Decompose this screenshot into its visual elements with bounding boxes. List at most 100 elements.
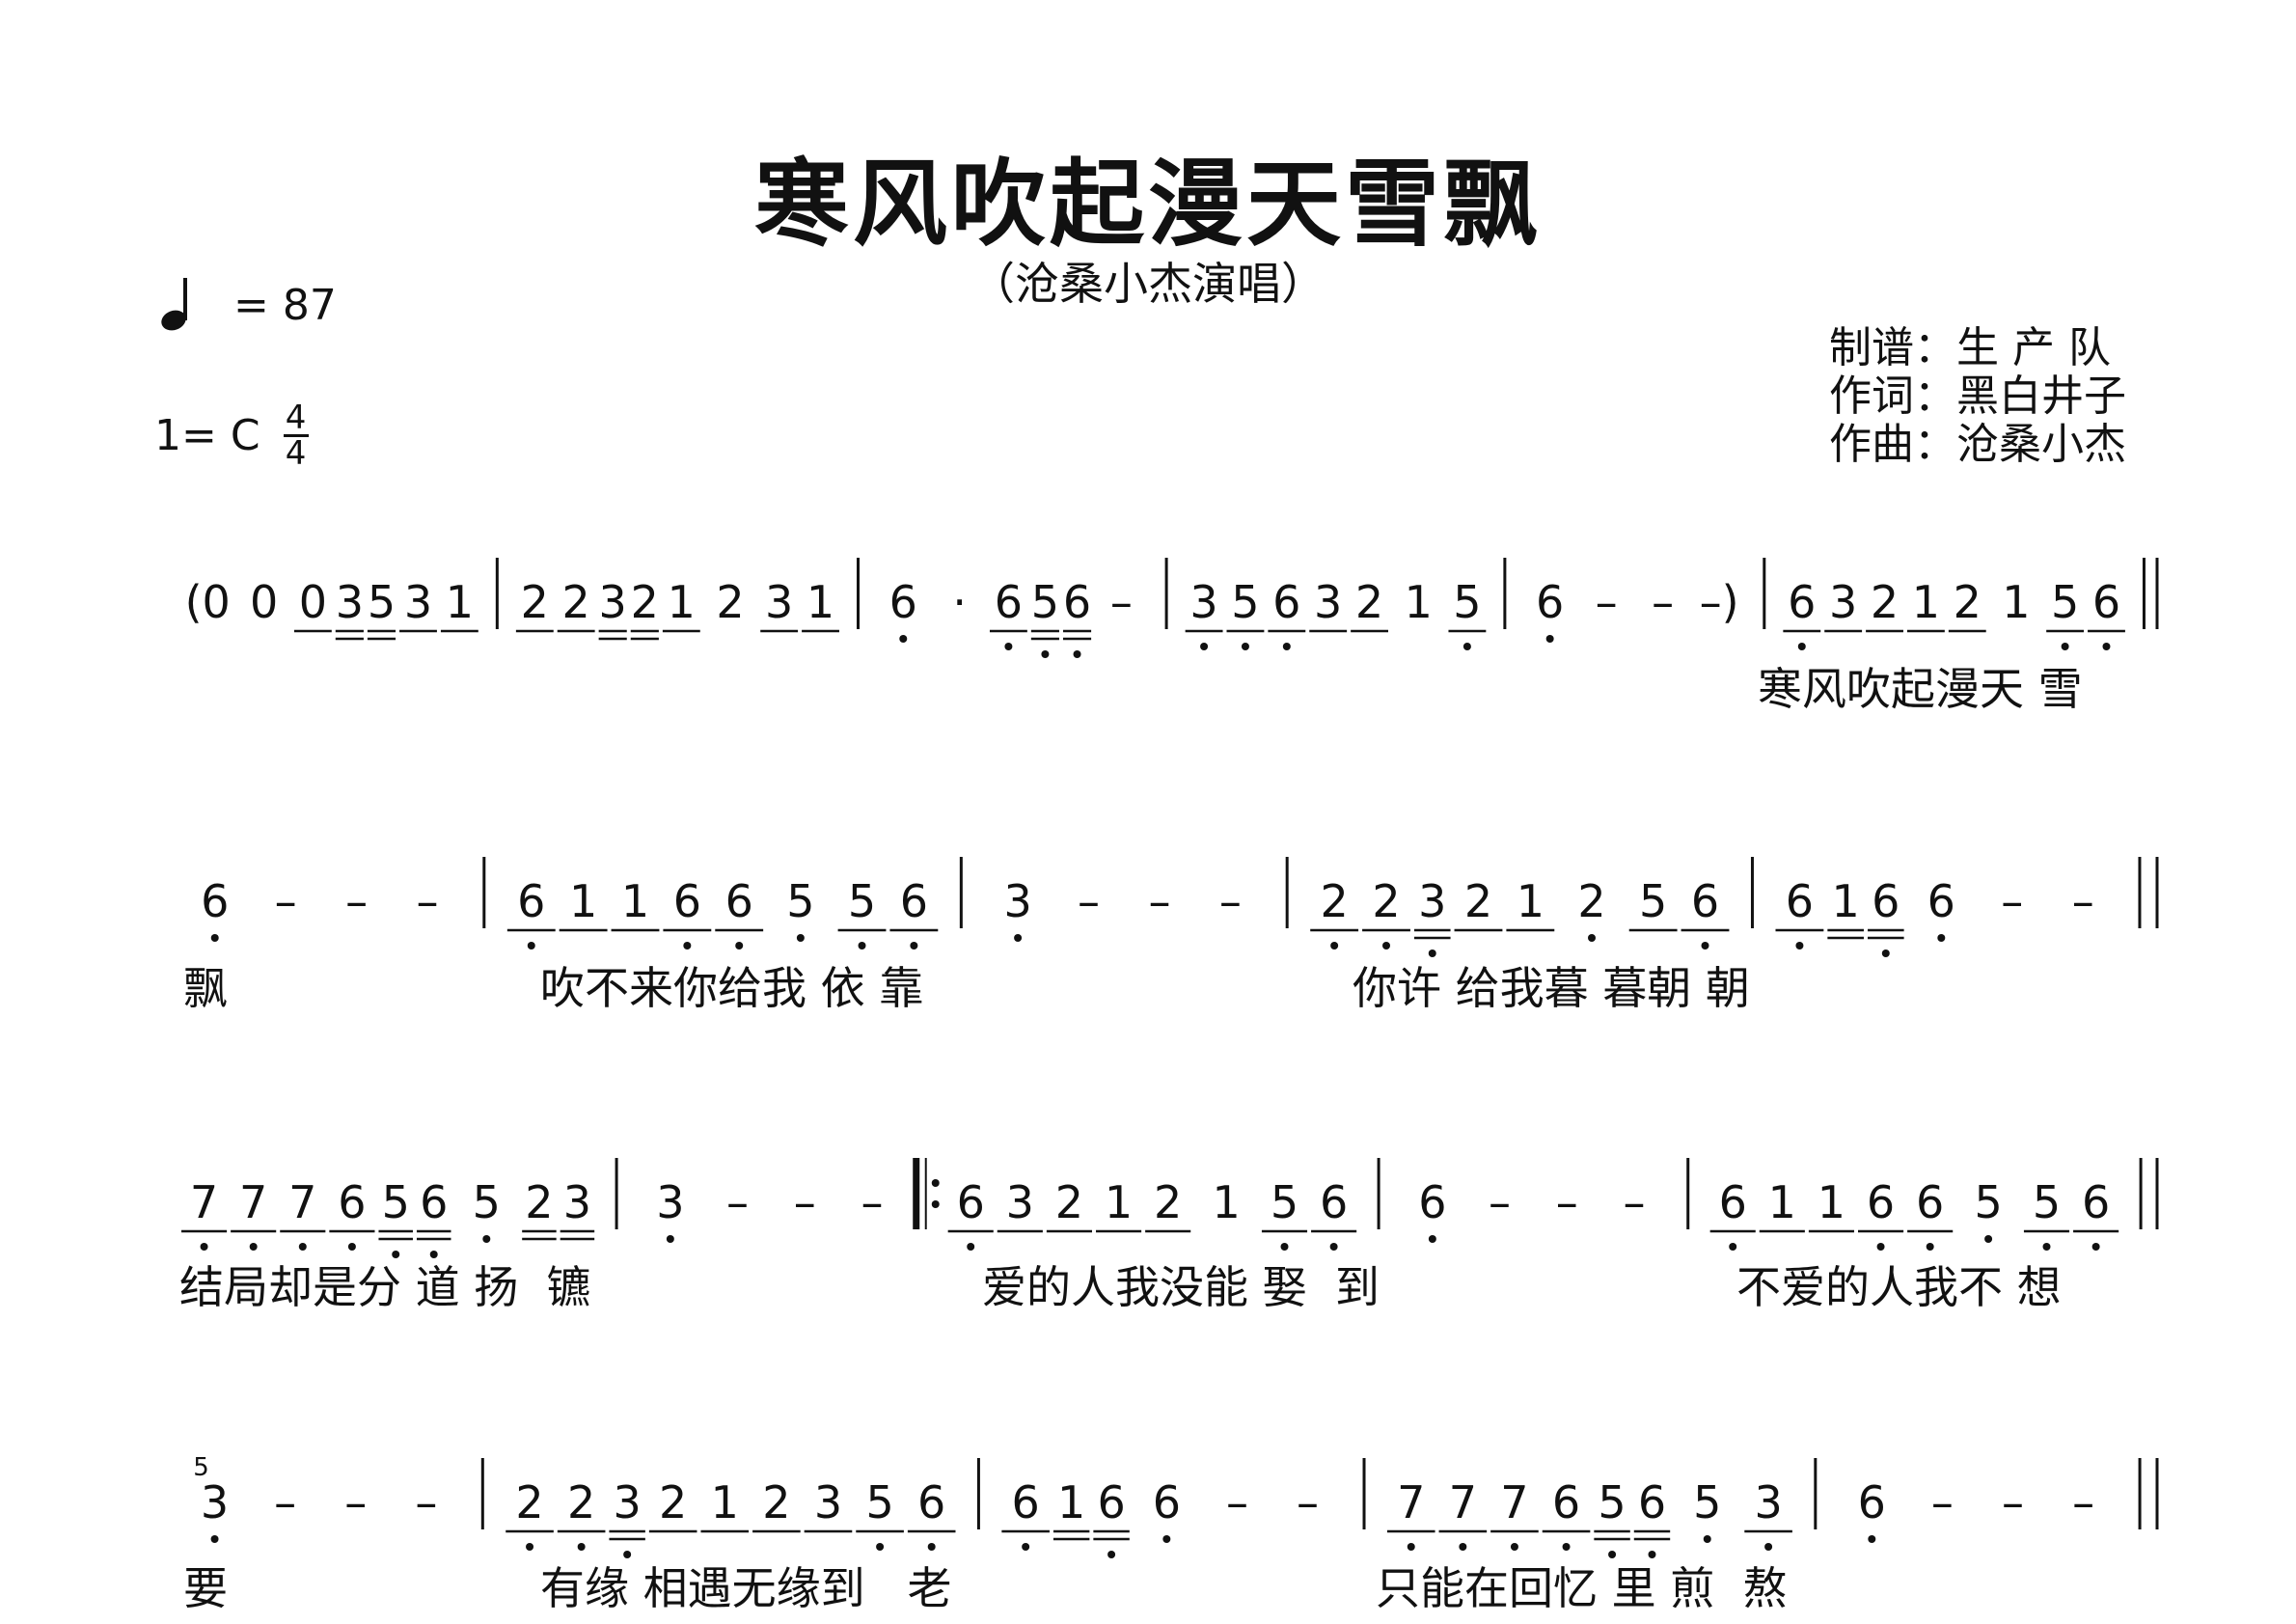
low-octave-dot: [1868, 1535, 1876, 1543]
low-octave-dot: [735, 942, 744, 950]
jianpu-note: 2: [762, 1476, 790, 1528]
low-octave-dot: [2042, 1243, 2051, 1251]
song-subtitle: （沧桑小杰演唱）: [970, 258, 1326, 310]
lyric-text: 爱的人我没能 娶 到: [982, 1261, 1380, 1313]
lyric-text: 不爱的人我不 想: [1736, 1261, 2062, 1313]
jianpu-note: 6: [338, 1176, 366, 1228]
jianpu-note: 5: [2051, 576, 2079, 628]
low-octave-dot: [1701, 942, 1709, 950]
jianpu-note: –: [344, 1476, 367, 1528]
jianpu-note: –: [1489, 1176, 1511, 1228]
jianpu-note: 6: [1153, 1476, 1181, 1528]
jianpu-note: 6: [1916, 1176, 1944, 1228]
low-octave-dot: [1022, 1543, 1030, 1551]
low-octave-dot: [1984, 1235, 1993, 1243]
jianpu-note: 6: [1867, 1176, 1895, 1228]
jianpu-note: 6: [917, 1476, 945, 1528]
jianpu-note: –: [417, 875, 439, 927]
jianpu-note: 6: [1872, 875, 1900, 927]
jianpu-note: –: [275, 875, 297, 927]
jianpu-note: 3: [404, 576, 432, 628]
jianpu-note: 6: [957, 1176, 985, 1228]
tempo-value: = 87: [233, 280, 337, 330]
jianpu-note: 6: [673, 875, 701, 927]
composer-credit: 作曲：沧桑小杰: [1829, 420, 2126, 469]
jianpu-note: 5: [1639, 875, 1667, 927]
repeat-dot: [931, 1179, 940, 1187]
low-octave-dot: [1764, 1543, 1773, 1551]
jianpu-note: 1: [446, 576, 474, 628]
time-signature: 4 4: [283, 401, 309, 473]
low-octave-dot: [298, 1243, 307, 1251]
jianpu-note: 6: [1272, 576, 1300, 628]
low-octave-dot: [1937, 934, 1946, 942]
low-octave-dot: [1330, 942, 1339, 950]
low-octave-dot: [392, 1251, 400, 1258]
low-octave-dot: [526, 1543, 534, 1551]
jianpu-note: 1: [711, 1476, 739, 1528]
jianpu-note: 6: [420, 1176, 448, 1228]
low-octave-dot: [1608, 1551, 1617, 1558]
low-octave-dot: [1282, 643, 1291, 650]
jianpu-note: 5: [848, 875, 876, 927]
jianpu-note: 6: [1012, 1476, 1040, 1528]
jianpu-note: –: [1226, 1476, 1248, 1528]
jianpu-note: 1: [1057, 1476, 1085, 1528]
low-octave-dot: [1587, 934, 1596, 942]
jianpu-note: 5: [865, 1476, 893, 1528]
jianpu-note: 6: [1552, 1476, 1580, 1528]
low-octave-dot: [1428, 950, 1436, 957]
low-octave-dot: [210, 934, 219, 942]
jianpu-note: 2: [567, 1476, 595, 1528]
low-octave-dot: [899, 635, 908, 643]
low-octave-dot: [347, 1243, 356, 1251]
jianpu-note: 3: [614, 1476, 642, 1528]
low-octave-dot: [1241, 643, 1249, 650]
jianpu-note: 6: [995, 576, 1023, 628]
low-octave-dot: [577, 1543, 586, 1551]
jianpu-note: 6: [900, 875, 928, 927]
jianpu-note: 6: [1536, 576, 1564, 628]
low-octave-dot: [2061, 643, 2069, 650]
jianpu-note: –: [794, 1176, 816, 1228]
jianpu-note: 1: [1405, 576, 1433, 628]
low-octave-dot: [1459, 1543, 1467, 1551]
repeat-dot: [931, 1200, 940, 1208]
jianpu-note: 6: [2092, 576, 2120, 628]
jianpu-note: –: [1297, 1476, 1319, 1528]
jianpu-note: 6: [1786, 875, 1814, 927]
time-sig-denominator: 4: [285, 434, 307, 473]
jianpu-note: 2: [659, 1476, 687, 1528]
low-octave-dot: [666, 1235, 674, 1243]
jianpu-note: 6: [1719, 1176, 1747, 1228]
jianpu-note: –: [1110, 576, 1133, 628]
low-octave-dot: [796, 934, 805, 942]
low-octave-dot: [623, 1551, 632, 1558]
jianpu-note: –: [1623, 1176, 1645, 1228]
jianpu-note: 5: [1031, 576, 1059, 628]
lyric-text: 寒风吹起漫天 雪: [1758, 663, 2083, 715]
jianpu-note: 5: [1231, 576, 1259, 628]
jianpu-note: 5: [1693, 1476, 1721, 1528]
jianpu-note: 6: [1418, 1176, 1446, 1228]
low-octave-dot: [2091, 1243, 2100, 1251]
song-title: 寒风吹起漫天雪飘: [753, 150, 1542, 260]
jianpu-note: 2: [1372, 875, 1400, 927]
jianpu-note: 2: [562, 576, 590, 628]
jianpu-note: –: [1078, 875, 1100, 927]
jianpu-note: –: [2002, 1476, 2024, 1528]
jianpu-note: 6: [1927, 875, 1955, 927]
jianpu-note: 3: [563, 1176, 591, 1228]
jianpu-note: –: [2001, 875, 2023, 927]
jianpu-note: 3: [1754, 1476, 1782, 1528]
low-octave-dot: [1073, 650, 1081, 658]
jianpu-note: 1: [1768, 1176, 1796, 1228]
jianpu-note: 2: [1954, 576, 1982, 628]
jianpu-note: 2: [1577, 875, 1605, 927]
jianpu-note: 1: [1818, 1176, 1845, 1228]
jianpu-note: 1: [1212, 1176, 1240, 1228]
jianpu-note: 5: [1271, 1176, 1298, 1228]
jianpu-note: 1: [569, 875, 597, 927]
jianpu-note: 3: [1314, 576, 1342, 628]
lyric-text: 吹不来你给我 依 靠: [540, 962, 923, 1014]
